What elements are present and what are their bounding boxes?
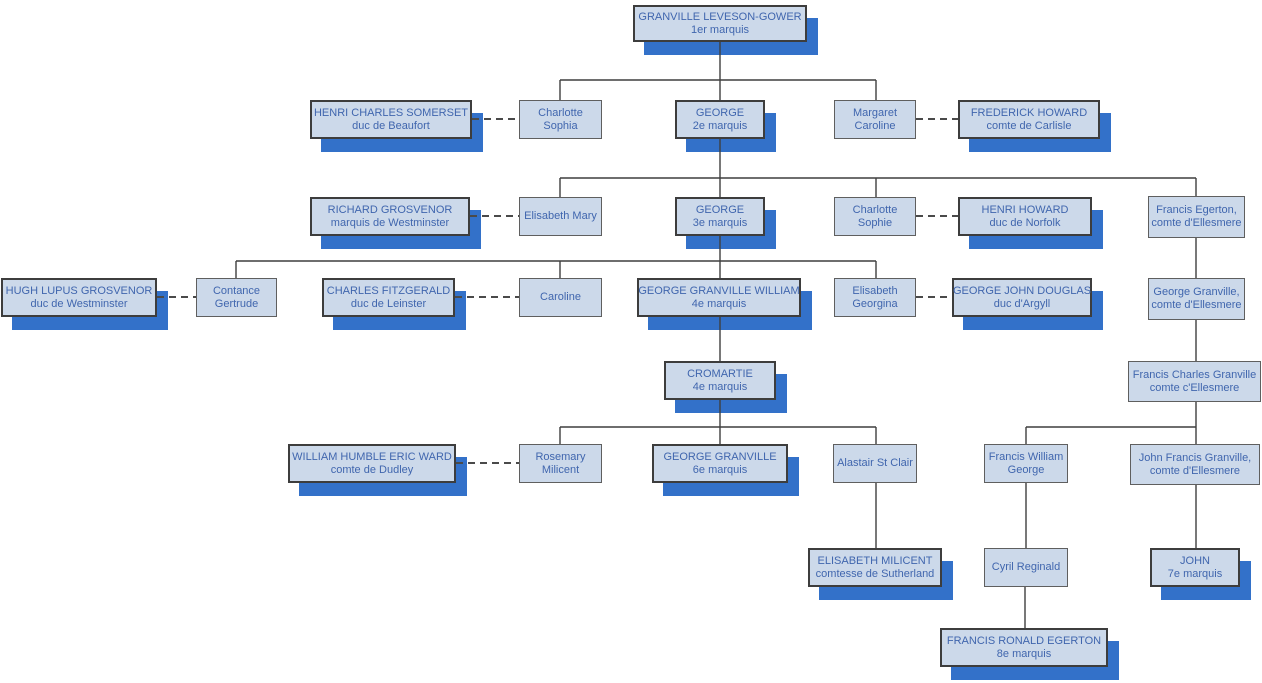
node-rosemary-milicent: Rosemary Milicent (519, 444, 602, 483)
node-francis-charles-granville: Francis Charles Granville comte c'Ellesm… (1128, 361, 1261, 402)
descent-solid-lines (235, 42, 1197, 628)
person-name-2: Sophia (543, 119, 578, 132)
person-title: duc d'Argyll (993, 297, 1051, 310)
person-title: 3e marquis (692, 216, 748, 229)
person-name: Francis William (988, 450, 1064, 463)
person-title: comte c'Ellesmere (1149, 381, 1240, 394)
person-title: comte d'Ellesmere (1151, 299, 1242, 311)
person-name: Charlotte (852, 203, 898, 216)
node-francis-egerton: Francis Egerton, comte d'Ellesmere (1148, 196, 1245, 238)
person-title: duc de Norfolk (989, 216, 1061, 229)
person-name: GEORGE (695, 106, 745, 119)
person-name: Charlotte (538, 106, 583, 119)
node-george-granville-6e-marquis: GEORGE GRANVILLE 6e marquis (652, 444, 788, 483)
person-title: duc de Westminster (30, 297, 128, 310)
person-title: 6e marquis (692, 463, 748, 476)
person-name: Elisabeth Mary (524, 210, 597, 222)
node-george-granville-william-4e-marquis: GEORGE GRANVILLE WILLIAM 4e marquis (637, 278, 801, 317)
node-george-john-douglas: GEORGE JOHN DOUGLAS duc d'Argyll (952, 278, 1092, 317)
person-name: HUGH LUPUS GROSVENOR (5, 284, 153, 297)
person-title: duc de Leinster (350, 297, 427, 310)
node-john-francis-granville: John Francis Granville, comte d'Ellesmer… (1130, 444, 1260, 485)
node-contance-gertrude: Contance Gertrude (196, 278, 277, 317)
node-frederick-howard: FREDERICK HOWARD comte de Carlisle (958, 100, 1100, 139)
person-name: FREDERICK HOWARD (970, 106, 1088, 119)
person-name: WILLIAM HUMBLE ERIC WARD (292, 450, 452, 463)
person-name: RICHARD GROSVENOR (327, 203, 453, 216)
node-cromartie-4e-marquis: CROMARTIE 4e marquis (664, 361, 776, 400)
node-caroline: Caroline (519, 278, 602, 317)
person-name-2: Milicent (541, 463, 580, 476)
node-hugh-lupus-grosvenor: HUGH LUPUS GROSVENOR duc de Westminster (1, 278, 157, 317)
person-name: John Francis Granville, (1138, 451, 1252, 464)
person-name: Cyril Reginald (991, 561, 1061, 573)
person-title: comte d'Ellesmere (1151, 217, 1242, 229)
node-george-granville-ellesmere: George Granville, comte d'Ellesmere (1148, 278, 1245, 320)
person-title: 7e marquis (1167, 567, 1223, 580)
node-cyril-reginald: Cyril Reginald (984, 548, 1068, 587)
person-title: comte de Dudley (330, 463, 414, 476)
person-name-2: George (1007, 463, 1045, 476)
person-name: Francis Egerton, (1156, 204, 1237, 216)
node-elisabeth-mary: Elisabeth Mary (519, 197, 602, 236)
node-richard-grosvenor: RICHARD GROSVENOR marquis de Westminster (310, 197, 470, 236)
node-charlotte-sophia: Charlotte Sophia (519, 100, 602, 139)
person-title: 2e marquis (692, 119, 748, 132)
node-elisabeth-milicent: ELISABETH MILICENT comtesse de Sutherlan… (808, 548, 942, 587)
person-name: HENRI HOWARD (981, 203, 1069, 216)
person-name-2: Sophie (857, 216, 893, 229)
person-name: GRANVILLE LEVESON-GOWER (638, 10, 802, 23)
node-henri-howard: HENRI HOWARD duc de Norfolk (958, 197, 1092, 236)
node-henri-charles-somerset: HENRI CHARLES SOMERSET duc de Beaufort (310, 100, 472, 139)
node-charlotte-sophie: Charlotte Sophie (834, 197, 916, 236)
person-title: comtesse de Sutherland (815, 567, 935, 580)
person-title: duc de Beaufort (352, 119, 430, 132)
person-name-2: Gertrude (214, 297, 259, 310)
node-george-2e-marquis: GEORGE 2e marquis (675, 100, 765, 139)
node-francis-william-george: Francis William George (984, 444, 1068, 483)
person-title: comte de Carlisle (986, 119, 1072, 132)
person-name: CROMARTIE (687, 367, 753, 380)
person-name: FRANCIS RONALD EGERTON (946, 634, 1102, 647)
person-title: marquis de Westminster (330, 216, 450, 229)
person-name: JOHN (1180, 554, 1210, 567)
person-name: George Granville, (1153, 286, 1240, 298)
node-margaret-caroline: Margaret Caroline (834, 100, 916, 139)
node-charles-fitzgerald: CHARLES FITZGERALD duc de Leinster (322, 278, 455, 317)
person-name: Margaret (852, 106, 898, 119)
person-name: ELISABETH MILICENT (817, 554, 933, 567)
node-granville-leveson-gower: GRANVILLE LEVESON-GOWER 1er marquis (633, 5, 807, 42)
person-name: Contance (212, 284, 261, 297)
person-name-2: Caroline (854, 119, 896, 132)
marriage-dashed-lines (157, 118, 958, 464)
person-title: comte d'Ellesmere (1149, 464, 1241, 477)
node-alastair-st-clair: Alastair St Clair (833, 444, 917, 483)
person-name: Elisabeth (852, 284, 898, 297)
person-name: Francis Charles Granville (1132, 368, 1257, 381)
person-name: GEORGE GRANVILLE (663, 450, 777, 463)
person-name: Caroline (540, 291, 581, 303)
person-title: 8e marquis (996, 647, 1052, 660)
person-name: CHARLES FITZGERALD (326, 284, 451, 297)
person-title: 4e marquis (691, 297, 747, 310)
person-name: HENRI CHARLES SOMERSET (313, 106, 469, 119)
person-title: 1er marquis (690, 23, 750, 36)
person-name: GEORGE (695, 203, 745, 216)
node-william-humble-eric-ward: WILLIAM HUMBLE ERIC WARD comte de Dudley (288, 444, 456, 483)
person-name: Rosemary (535, 450, 586, 463)
node-john-7e-marquis: JOHN 7e marquis (1150, 548, 1240, 587)
node-george-3e-marquis: GEORGE 3e marquis (675, 197, 765, 236)
node-francis-ronald-egerton: FRANCIS RONALD EGERTON 8e marquis (940, 628, 1108, 667)
person-name: Alastair St Clair (837, 457, 913, 469)
person-name-2: Georgina (852, 297, 898, 310)
person-name: GEORGE GRANVILLE WILLIAM (638, 284, 800, 297)
node-elisabeth-georgina: Elisabeth Georgina (834, 278, 916, 317)
person-title: 4e marquis (692, 380, 748, 393)
person-name: GEORGE JOHN DOUGLAS (952, 284, 1092, 297)
